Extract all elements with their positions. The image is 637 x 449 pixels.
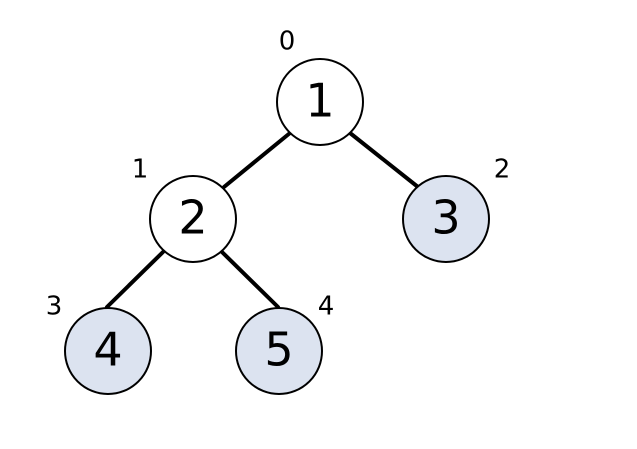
node-circle [64, 307, 152, 395]
node-index-label: 3 [46, 292, 63, 322]
tree-node: 2 1 [132, 155, 237, 263]
node-index-label: 0 [279, 27, 296, 57]
node-value: 4 [93, 323, 122, 377]
node-circle [402, 175, 490, 263]
edge-2-4 [105, 250, 165, 309]
node-index-label: 1 [132, 155, 149, 185]
node-value: 3 [431, 191, 460, 245]
node-circle [276, 58, 364, 146]
tree-nodes: 1 0 2 1 3 2 4 3 5 4 [46, 27, 511, 395]
edge-1-3 [348, 131, 420, 189]
tree-node: 3 2 [402, 155, 511, 263]
node-value: 5 [264, 323, 293, 377]
node-circle [149, 175, 237, 263]
edge-2-5 [220, 250, 280, 309]
node-index-label: 4 [318, 292, 335, 322]
tree-node: 5 4 [235, 292, 335, 395]
tree-node: 4 3 [46, 292, 152, 395]
node-value: 2 [178, 191, 207, 245]
tree-edges [105, 131, 420, 309]
node-index-label: 2 [494, 155, 511, 185]
node-value: 1 [305, 74, 334, 128]
tree-node: 1 0 [276, 27, 364, 146]
edge-1-2 [222, 131, 292, 189]
node-circle [235, 307, 323, 395]
